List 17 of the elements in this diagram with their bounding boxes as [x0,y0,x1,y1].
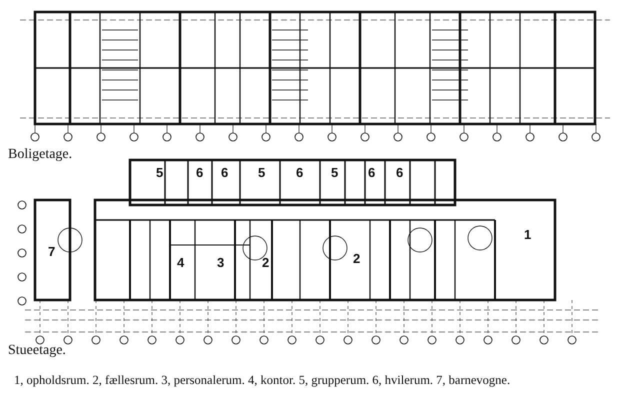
floor-name: Boligetage. [8,148,72,162]
room-number: 6 [196,166,204,179]
room-number: 6 [296,166,304,179]
room-number: 6 [221,166,228,179]
floor-name: Stueetage. [8,344,66,358]
room-number: 6 [396,166,404,179]
room-number: 1 [524,228,532,241]
room-number: 3 [217,256,224,269]
room-number: 7 [48,245,56,258]
room-number: 2 [262,256,270,269]
room-number: 5 [258,166,266,179]
room-number: 4 [177,256,184,269]
room-number: 2 [353,252,360,265]
room-number: 5 [331,166,338,179]
room-number: 5 [156,166,164,179]
room-number: 6 [368,166,376,179]
caption: 1, opholdsrum. 2, fællesrum. 3, personalerum. 4, kontor. 5, grupperum. 6, hvilerum. 7, barnevogne. [14,373,510,388]
